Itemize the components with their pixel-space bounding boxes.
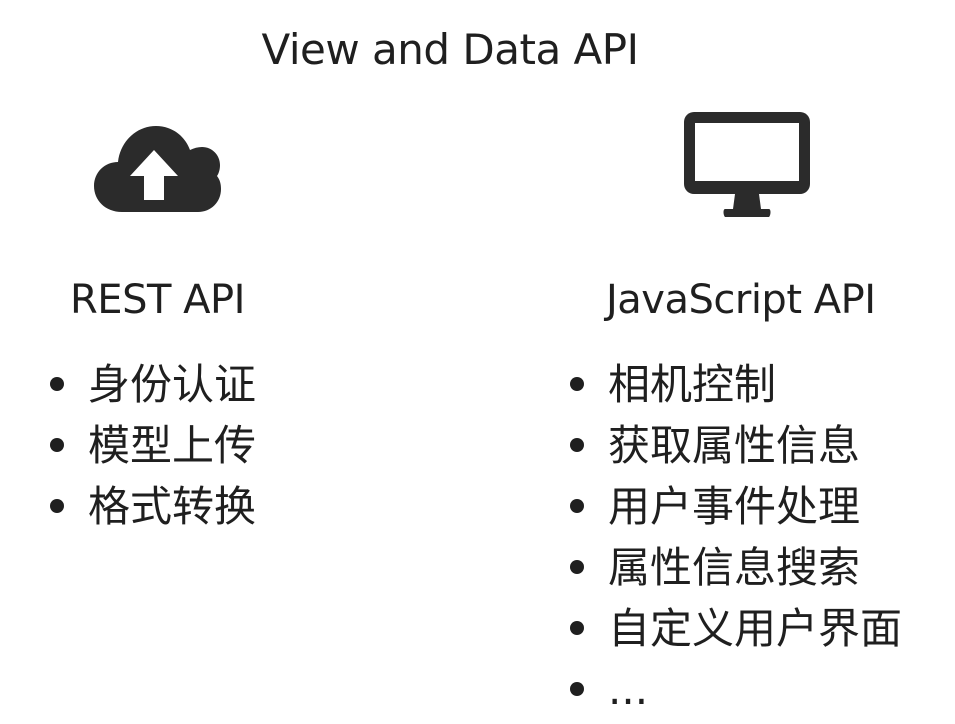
bullet-dot [570, 560, 584, 574]
page-title: View and Data API [261, 25, 639, 74]
bullet-dot [50, 499, 64, 513]
bullet-dot [570, 438, 584, 452]
cloud-upload-icon [92, 120, 222, 215]
bullet-dot [570, 499, 584, 513]
list-item-label: 自定义用户界面 [608, 604, 903, 653]
list-item-label: 属性信息搜索 [608, 543, 861, 592]
list-item-label: 用户事件处理 [608, 482, 861, 531]
bullet-dot [570, 621, 584, 635]
list-item-label: ... [608, 665, 649, 714]
bullet-dot [50, 377, 64, 391]
desktop-monitor-icon [683, 111, 811, 221]
list-item-label: 身份认证 [88, 360, 257, 409]
rest-api-heading: REST API [70, 277, 245, 323]
list-item-label: 格式转换 [88, 482, 257, 531]
list-item-label: 模型上传 [88, 421, 257, 470]
bullet-dot [50, 438, 64, 452]
bullet-dot [570, 377, 584, 391]
list-item-label: 获取属性信息 [608, 421, 861, 470]
bullet-dot [570, 682, 584, 696]
javascript-api-heading: JavaScript API [606, 277, 876, 323]
list-item-label: 相机控制 [608, 360, 777, 409]
